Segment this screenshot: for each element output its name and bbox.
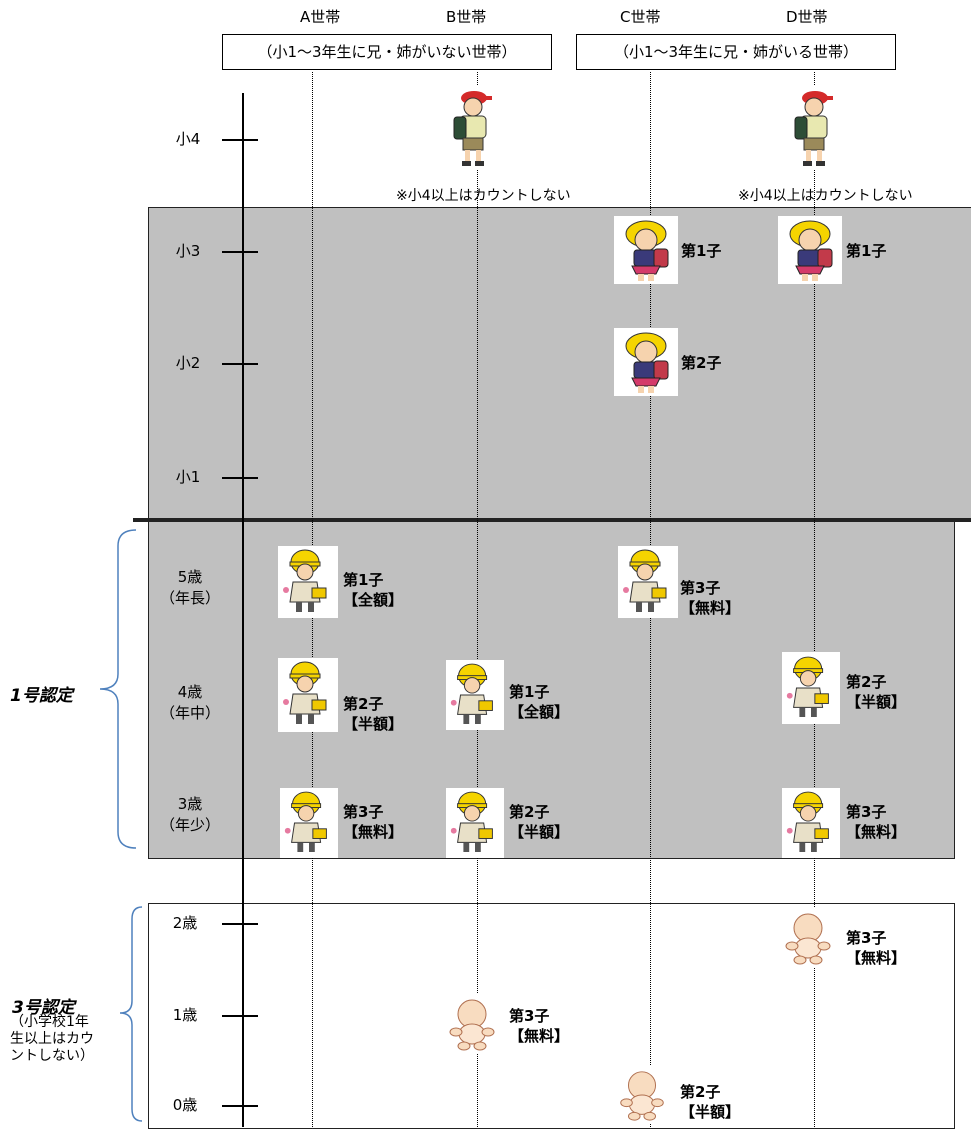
note-d-no-count: ※小4以上はカウントしない — [738, 188, 913, 204]
child-order-a-3: 第3子 — [343, 803, 384, 821]
age-label-4-sub: （年中） — [159, 704, 220, 722]
child-order-b-4: 第1子 — [509, 683, 550, 701]
household-b-line — [477, 72, 478, 1127]
age-label-4-main: 4歳 — [177, 683, 203, 701]
kindergartener-figure-a-5 — [278, 546, 338, 618]
child-fee-b-1: 【無料】 — [509, 1027, 570, 1045]
household-d-line — [814, 72, 815, 1127]
child-fee-c-5: 【無料】 — [680, 599, 741, 617]
age-label-0: 0歳 — [172, 1096, 198, 1114]
child-label-b-1: 第3子 【無料】 — [509, 1006, 569, 1046]
baby-figure-c-0 — [616, 1066, 668, 1124]
child-fee-b-3: 【半額】 — [509, 823, 570, 841]
child-order-b-1: 第3子 — [509, 1007, 550, 1025]
child-fee-b-4: 【全額】 — [509, 703, 570, 721]
age-axis — [242, 93, 244, 1127]
household-a-header: A世帯 — [300, 8, 341, 26]
type3-certification-label: 3号認定 — [12, 998, 75, 1018]
age-label-3: 3歳 （年少） — [152, 794, 228, 836]
schoolboy-figure-d — [788, 86, 840, 170]
age-label-5-main: 5歳 — [177, 568, 203, 586]
child-fee-a-4: 【半額】 — [343, 715, 404, 733]
age-label-3-main: 3歳 — [177, 795, 203, 813]
tick-sho4 — [222, 139, 258, 141]
child-order-d-3: 第3子 — [846, 803, 887, 821]
household-c-header: C世帯 — [620, 8, 661, 26]
nursery-zone — [148, 903, 955, 1129]
kindergartener-figure-d-3 — [782, 788, 840, 858]
type3-brace — [119, 906, 143, 1122]
child-order-d-2: 第3子 — [846, 929, 887, 947]
tick-age0 — [222, 1105, 258, 1107]
child-label-d-3: 第3子 【無料】 — [846, 802, 906, 842]
household-b-header: B世帯 — [446, 8, 487, 26]
child-label-b-4: 第1子 【全額】 — [509, 682, 569, 722]
kindergartener-figure-a-3 — [280, 788, 338, 858]
schoolgirl-figure-d-sho3 — [778, 216, 842, 284]
household-d-header: D世帯 — [786, 8, 828, 26]
child-order-d-sho3: 第1子 — [846, 242, 887, 260]
child-fee-a-5: 【全額】 — [343, 591, 404, 609]
tick-sho1 — [222, 477, 258, 479]
baby-figure-b-1 — [446, 994, 498, 1054]
age-label-1: 1歳 — [172, 1006, 198, 1024]
child-label-d-4: 第2子 【半額】 — [846, 672, 906, 712]
tick-age1 — [222, 1015, 258, 1017]
type1-certification-label: 1号認定 — [10, 686, 73, 706]
child-label-c-5: 第3子 【無料】 — [680, 578, 740, 618]
child-label-b-3: 第2子 【半額】 — [509, 802, 569, 842]
type3-note-line-1: （小学校1年 — [10, 1014, 89, 1030]
group-box-with-sibling: （小1～3年生に兄・姉がいる世帯） — [576, 34, 896, 70]
child-order-a-4: 第2子 — [343, 695, 384, 713]
tick-sho2 — [222, 363, 258, 365]
age-label-sho3: 小3 — [175, 242, 201, 260]
age-label-5: 5歳 （年長） — [152, 567, 228, 609]
age-label-sho1: 小1 — [175, 468, 201, 486]
age-label-4: 4歳 （年中） — [152, 682, 228, 724]
child-order-c-sho2: 第2子 — [681, 354, 722, 372]
child-fee-d-2: 【無料】 — [846, 949, 907, 967]
kindergartener-figure-b-4 — [446, 660, 504, 730]
child-label-a-4: 第2子 【半額】 — [343, 694, 403, 734]
kindergartener-figure-c-5 — [618, 546, 678, 618]
child-order-b-3: 第2子 — [509, 803, 550, 821]
child-label-a-3: 第3子 【無料】 — [343, 802, 403, 842]
child-fee-d-3: 【無料】 — [846, 823, 907, 841]
type3-note-line-2: 生以上はカウ — [10, 1031, 94, 1047]
group-box-no-sibling: （小1～3年生に兄・姉がいない世帯） — [222, 34, 552, 70]
child-label-d-2: 第3子 【無料】 — [846, 928, 906, 968]
kindergartener-figure-d-4 — [782, 652, 840, 724]
type3-note: （小学校1年 生以上はカウ ントしない） — [10, 1014, 94, 1065]
child-order-c-sho3: 第1子 — [681, 242, 722, 260]
age-label-2: 2歳 — [172, 914, 198, 932]
age-label-5-sub: （年長） — [159, 589, 220, 607]
child-order-c-5: 第3子 — [680, 579, 721, 597]
child-order-c-0: 第2子 — [680, 1083, 721, 1101]
child-fee-a-3: 【無料】 — [343, 823, 404, 841]
type1-brace — [99, 529, 137, 849]
kindergartener-figure-a-4 — [278, 658, 338, 732]
child-order-d-4: 第2子 — [846, 673, 887, 691]
schoolboy-figure-b — [447, 86, 499, 170]
schoolgirl-figure-c-sho2 — [614, 328, 678, 396]
kindergartener-figure-b-3 — [446, 788, 504, 858]
baby-figure-d-2 — [782, 908, 834, 968]
age-label-3-sub: （年少） — [159, 816, 220, 834]
child-label-c-0: 第2子 【半額】 — [680, 1082, 740, 1122]
zone-separator — [133, 518, 971, 522]
age-label-sho4: 小4 — [175, 130, 201, 148]
type3-note-line-3: ントしない） — [10, 1048, 94, 1064]
tick-age2 — [222, 923, 258, 925]
child-order-a-5: 第1子 — [343, 571, 384, 589]
child-label-a-5: 第1子 【全額】 — [343, 570, 403, 610]
schoolgirl-figure-c-sho3 — [614, 216, 678, 284]
tick-sho3 — [222, 251, 258, 253]
note-b-no-count: ※小4以上はカウントしない — [396, 188, 571, 204]
age-label-sho2: 小2 — [175, 354, 201, 372]
child-fee-d-4: 【半額】 — [846, 693, 907, 711]
child-fee-c-0: 【半額】 — [680, 1103, 741, 1121]
